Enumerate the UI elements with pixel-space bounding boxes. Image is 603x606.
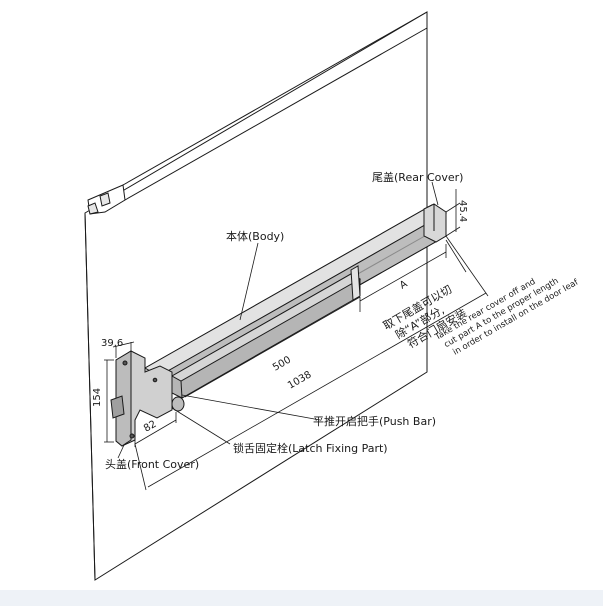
rear-cover <box>423 203 447 243</box>
door-frame-profile <box>87 11 428 215</box>
label-latch-fixing-part: 锁舌固定栓(Latch Fixing Part) <box>233 441 388 455</box>
label-body: 本体(Body) <box>226 229 284 243</box>
label-push-bar: 平推开启把手(Push Bar) <box>313 414 436 428</box>
front-cover <box>110 350 173 447</box>
push-bar <box>170 265 362 399</box>
footer-strip <box>0 590 603 606</box>
latch-fixing-part <box>171 396 185 412</box>
dim-front-depth: 39.6 <box>101 338 123 349</box>
label-front-cover: 头盖(Front Cover) <box>105 457 199 471</box>
dim-cut-part: A <box>398 279 410 292</box>
dim-rear-height: 45.4 <box>457 200 468 222</box>
diagram-canvas: 尾盖(Rear Cover) 本体(Body) 平推开启把手(Push Bar)… <box>84 11 582 581</box>
exit-device-drawing: 尾盖(Rear Cover) 本体(Body) 平推开启把手(Push Bar)… <box>84 11 581 581</box>
dimension-lines <box>104 181 489 491</box>
door-leaf <box>84 11 428 581</box>
label-rear-cover: 尾盖(Rear Cover) <box>372 170 463 184</box>
dim-front-height: 154 <box>92 388 103 407</box>
